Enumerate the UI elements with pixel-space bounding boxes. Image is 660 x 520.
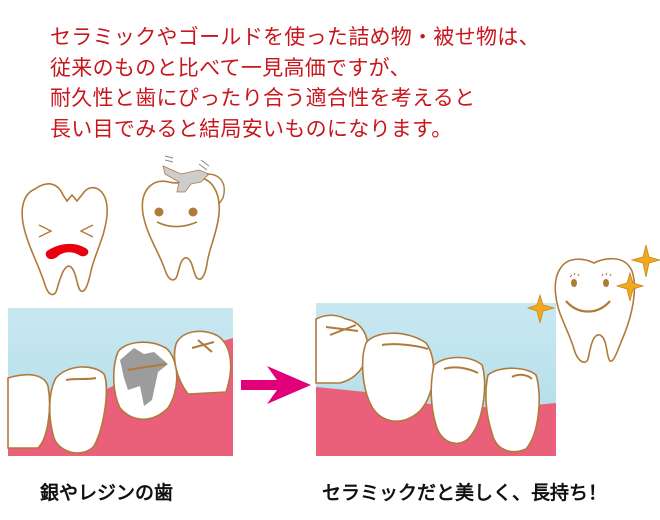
arrow-right-icon <box>241 366 311 404</box>
before-teeth-panel <box>7 308 233 456</box>
headline-text: セラミックやゴールドを使った詰め物・被せ物は、 従来のものと比べて一見高価ですが… <box>50 22 540 144</box>
after-teeth-panel <box>315 303 556 456</box>
happy-tooth-icon <box>526 244 660 363</box>
crying-tooth-icon <box>21 183 108 296</box>
headline-line-3: 耐久性と歯にぴったり合う適合性を考えると <box>50 86 476 110</box>
caption-before: 銀やレジンの歯 <box>40 482 174 504</box>
headline-line-1: セラミックやゴールドを使った詰め物・被せ物は、 <box>50 25 540 49</box>
worried-tooth-icon <box>141 155 225 281</box>
headline-line-4: 長い目でみると結局安いものになります。 <box>50 116 453 141</box>
headline-line-2: 従来のものと比べて一見高価ですが、 <box>50 55 411 80</box>
caption-after: セラミックだと美しく、長持ち！ <box>322 482 608 504</box>
